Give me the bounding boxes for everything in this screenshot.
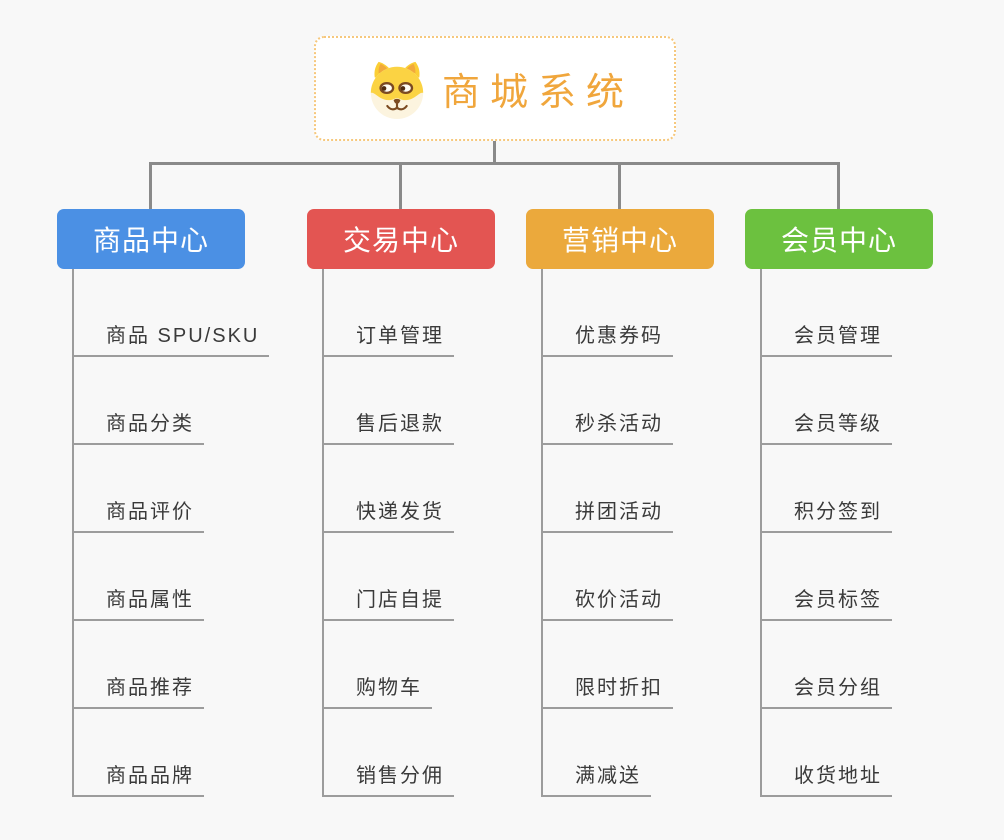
leaf-label[interactable]: 砍价活动 bbox=[543, 583, 673, 621]
leaf-item: 购物车 bbox=[324, 621, 547, 709]
leaf-label[interactable]: 会员标签 bbox=[762, 583, 892, 621]
leaf-label[interactable]: 满减送 bbox=[543, 759, 651, 797]
leaf-label[interactable]: 订单管理 bbox=[324, 319, 454, 357]
leaf-label[interactable]: 商品评价 bbox=[74, 495, 204, 533]
leaf-item: 秒杀活动 bbox=[543, 357, 766, 445]
leaf-label[interactable]: 购物车 bbox=[324, 671, 432, 709]
leaf-label[interactable]: 优惠券码 bbox=[543, 319, 673, 357]
connector-drop bbox=[399, 164, 402, 209]
leaf-item: 砍价活动 bbox=[543, 533, 766, 621]
leaf-item: 销售分佣 bbox=[324, 709, 547, 797]
leaf-item: 门店自提 bbox=[324, 533, 547, 621]
branch-trunk: 订单管理 售后退款 快递发货 门店自提 购物车 销售分佣 bbox=[322, 269, 547, 797]
leaf-item: 会员管理 bbox=[762, 269, 985, 357]
leaf-item: 积分签到 bbox=[762, 445, 985, 533]
leaf-item: 拼团活动 bbox=[543, 445, 766, 533]
branch-trunk: 会员管理 会员等级 积分签到 会员标签 会员分组 收货地址 bbox=[760, 269, 985, 797]
leaf-label[interactable]: 商品 SPU/SKU bbox=[74, 319, 270, 357]
leaf-label[interactable]: 会员等级 bbox=[762, 407, 892, 445]
leaf-item: 商品推荐 bbox=[74, 621, 297, 709]
leaf-item: 快递发货 bbox=[324, 445, 547, 533]
leaf-label[interactable]: 秒杀活动 bbox=[543, 407, 673, 445]
leaf-item: 会员等级 bbox=[762, 357, 985, 445]
leaf-label[interactable]: 销售分佣 bbox=[324, 759, 454, 797]
connector-root-stem bbox=[493, 141, 496, 163]
leaf-item: 商品 SPU/SKU bbox=[74, 269, 297, 357]
connector-drop bbox=[618, 164, 621, 209]
connector-drop bbox=[837, 164, 840, 209]
leaf-label[interactable]: 门店自提 bbox=[324, 583, 454, 621]
branch-trunk: 商品 SPU/SKU 商品分类 商品评价 商品属性 商品推荐 商品品牌 bbox=[72, 269, 297, 797]
branch-header-marketing[interactable]: 营销中心 bbox=[526, 209, 714, 269]
branch-member: 会员中心 会员管理 会员等级 积分签到 会员标签 会员分组 收货地址 bbox=[745, 209, 985, 797]
leaf-label[interactable]: 商品推荐 bbox=[74, 671, 204, 709]
leaf-label[interactable]: 积分签到 bbox=[762, 495, 892, 533]
branch-header-member[interactable]: 会员中心 bbox=[745, 209, 933, 269]
branch-product: 商品中心 商品 SPU/SKU 商品分类 商品评价 商品属性 商品推荐 商品品牌 bbox=[57, 209, 297, 797]
leaf-label[interactable]: 商品分类 bbox=[74, 407, 204, 445]
leaf-item: 订单管理 bbox=[324, 269, 547, 357]
leaf-label[interactable]: 会员分组 bbox=[762, 671, 892, 709]
leaf-item: 售后退款 bbox=[324, 357, 547, 445]
branch-header-product[interactable]: 商品中心 bbox=[57, 209, 245, 269]
root-title: 商城系统 bbox=[441, 72, 634, 114]
leaf-label[interactable]: 商品属性 bbox=[74, 583, 204, 621]
root-node[interactable]: 商城系统 bbox=[314, 36, 676, 141]
connector-drop bbox=[149, 164, 152, 209]
leaf-item: 商品属性 bbox=[74, 533, 297, 621]
leaf-label[interactable]: 限时折扣 bbox=[543, 671, 673, 709]
leaf-item: 满减送 bbox=[543, 709, 766, 797]
leaf-label[interactable]: 收货地址 bbox=[762, 759, 892, 797]
leaf-item: 会员标签 bbox=[762, 533, 985, 621]
leaf-label[interactable]: 快递发货 bbox=[324, 495, 454, 533]
branch-trunk: 优惠券码 秒杀活动 拼团活动 砍价活动 限时折扣 满减送 bbox=[541, 269, 766, 797]
leaf-label[interactable]: 售后退款 bbox=[324, 407, 454, 445]
leaf-item: 商品分类 bbox=[74, 357, 297, 445]
leaf-item: 限时折扣 bbox=[543, 621, 766, 709]
connector-bar bbox=[149, 162, 840, 165]
leaf-label[interactable]: 商品品牌 bbox=[74, 759, 204, 797]
leaf-item: 收货地址 bbox=[762, 709, 985, 797]
leaf-label[interactable]: 会员管理 bbox=[762, 319, 892, 357]
branch-trade: 交易中心 订单管理 售后退款 快递发货 门店自提 购物车 销售分佣 bbox=[307, 209, 547, 797]
branch-header-trade[interactable]: 交易中心 bbox=[307, 209, 495, 269]
leaf-item: 商品评价 bbox=[74, 445, 297, 533]
leaf-label[interactable]: 拼团活动 bbox=[543, 495, 673, 533]
doge-icon bbox=[370, 61, 424, 119]
leaf-item: 会员分组 bbox=[762, 621, 985, 709]
leaf-item: 优惠券码 bbox=[543, 269, 766, 357]
leaf-item: 商品品牌 bbox=[74, 709, 297, 797]
branch-marketing: 营销中心 优惠券码 秒杀活动 拼团活动 砍价活动 限时折扣 满减送 bbox=[526, 209, 766, 797]
